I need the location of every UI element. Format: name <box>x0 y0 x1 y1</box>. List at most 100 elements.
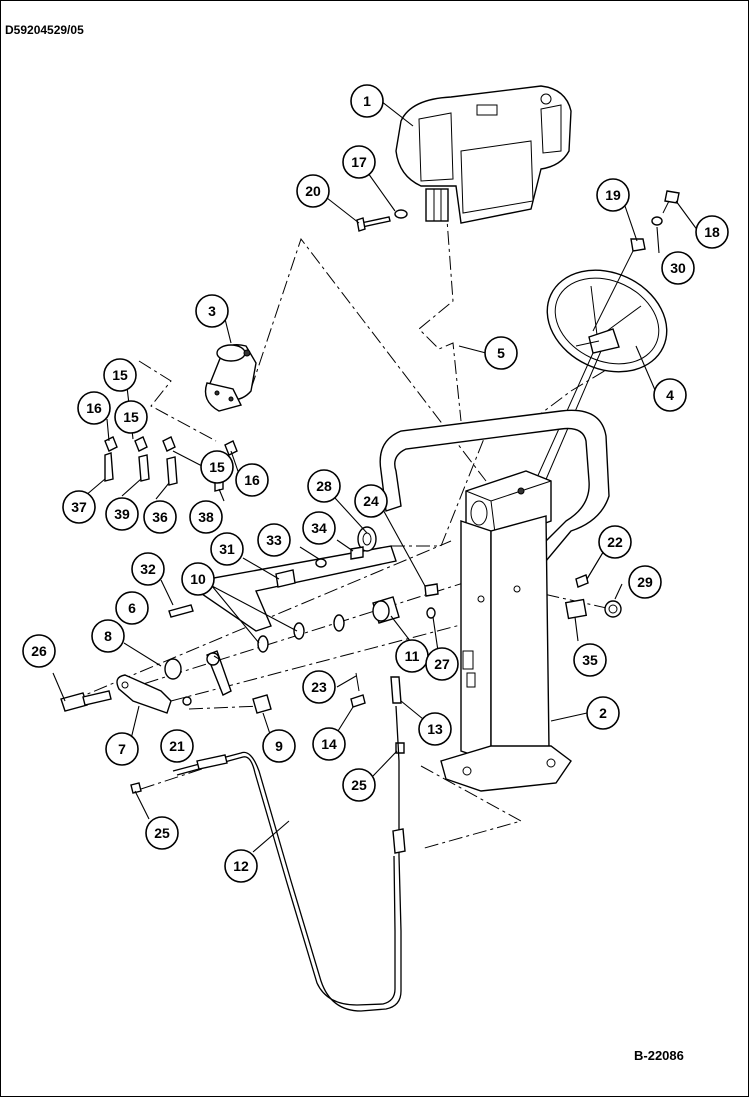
control-cables <box>172 705 406 1012</box>
callout-5: 5 <box>484 336 518 370</box>
svg-text:25: 25 <box>154 825 170 841</box>
callout-34: 34 <box>302 511 336 545</box>
callout-13: 13 <box>418 712 452 746</box>
svg-text:34: 34 <box>311 520 327 536</box>
callout-19: 19 <box>596 178 630 212</box>
linkage-fasteners <box>168 526 439 618</box>
callout-16-a: 16 <box>77 391 111 425</box>
svg-text:18: 18 <box>704 224 720 240</box>
callout-14: 14 <box>312 727 346 761</box>
svg-text:36: 36 <box>152 509 168 525</box>
svg-text:6: 6 <box>128 600 136 616</box>
callout-36: 36 <box>143 500 177 534</box>
leader-lines <box>52 100 699 853</box>
svg-text:31: 31 <box>219 541 235 557</box>
callout-4: 4 <box>653 378 687 412</box>
svg-text:14: 14 <box>321 736 337 752</box>
callout-27: 27 <box>425 647 459 681</box>
callout-31: 31 <box>210 532 244 566</box>
callout-6: 6 <box>115 591 149 625</box>
callout-25-a: 25 <box>342 768 376 802</box>
svg-text:29: 29 <box>637 574 653 590</box>
svg-text:21: 21 <box>169 738 185 754</box>
svg-text:2: 2 <box>599 705 607 721</box>
linkage-washers <box>257 596 436 653</box>
callout-28: 28 <box>307 469 341 503</box>
callout-26: 26 <box>22 634 56 668</box>
callout-35: 35 <box>573 643 607 677</box>
svg-text:11: 11 <box>405 648 420 664</box>
svg-text:10: 10 <box>190 571 206 587</box>
callout-8: 8 <box>91 619 125 653</box>
svg-text:15: 15 <box>123 409 139 425</box>
svg-text:16: 16 <box>244 472 260 488</box>
figure-code: B-22086 <box>634 1048 684 1063</box>
callout-11: 11 <box>395 639 429 673</box>
svg-text:13: 13 <box>427 721 443 737</box>
svg-text:22: 22 <box>607 534 623 550</box>
svg-text:37: 37 <box>71 499 87 515</box>
callout-15-c: 15 <box>200 450 234 484</box>
steering-column <box>379 409 610 792</box>
svg-text:17: 17 <box>351 154 367 170</box>
callout-9: 9 <box>262 729 296 763</box>
callout-16-b: 16 <box>235 463 269 497</box>
callout-22: 22 <box>598 525 632 559</box>
callout-3: 3 <box>195 294 229 328</box>
svg-text:33: 33 <box>266 532 282 548</box>
svg-text:15: 15 <box>209 459 225 475</box>
svg-text:7: 7 <box>118 741 126 757</box>
document-code: D59204529/05 <box>5 23 84 37</box>
svg-text:24: 24 <box>363 493 379 509</box>
svg-text:15: 15 <box>112 367 128 383</box>
callout-15-a: 15 <box>103 358 137 392</box>
callout-18: 18 <box>695 215 729 249</box>
svg-text:1: 1 <box>363 93 371 109</box>
callout-33: 33 <box>257 523 291 557</box>
callout-32: 32 <box>131 552 165 586</box>
svg-text:5: 5 <box>497 345 505 361</box>
screw-and-washer <box>356 209 408 232</box>
svg-text:19: 19 <box>605 187 621 203</box>
callout-15-b: 15 <box>114 400 148 434</box>
callout-23: 23 <box>302 670 336 704</box>
callout-12: 12 <box>224 849 258 883</box>
svg-text:25: 25 <box>351 777 367 793</box>
svg-text:27: 27 <box>434 656 450 672</box>
callout-1: 1 <box>350 84 384 118</box>
svg-text:28: 28 <box>316 478 332 494</box>
svg-text:4: 4 <box>666 387 674 403</box>
callout-30: 30 <box>661 251 695 285</box>
cable-clevis-parts <box>130 672 405 794</box>
callout-29: 29 <box>628 565 662 599</box>
callout-24: 24 <box>354 484 388 518</box>
svg-text:8: 8 <box>104 628 112 644</box>
callout-17: 17 <box>342 145 376 179</box>
callout-10: 10 <box>181 562 215 596</box>
svg-text:30: 30 <box>670 260 686 276</box>
svg-text:12: 12 <box>233 858 249 874</box>
callout-7: 7 <box>105 732 139 766</box>
callout-20: 20 <box>296 174 330 208</box>
lever-assembly <box>60 650 272 714</box>
svg-text:35: 35 <box>582 652 598 668</box>
callout-21: 21 <box>160 729 194 763</box>
callout-25-b: 25 <box>145 816 179 850</box>
callout-37: 37 <box>62 490 96 524</box>
right-side-fasteners <box>564 574 622 620</box>
linkage-bracket <box>184 545 397 632</box>
svg-text:26: 26 <box>31 643 47 659</box>
instrument-pod <box>395 85 572 224</box>
svg-text:3: 3 <box>208 303 216 319</box>
callout-39: 39 <box>105 497 139 531</box>
svg-text:32: 32 <box>140 561 156 577</box>
svg-text:16: 16 <box>86 400 102 416</box>
svg-text:20: 20 <box>305 183 321 199</box>
svg-text:23: 23 <box>311 679 327 695</box>
steering-motor <box>204 344 257 412</box>
callout-38: 38 <box>189 500 223 534</box>
callout-2: 2 <box>586 696 620 730</box>
svg-text:39: 39 <box>114 506 130 522</box>
